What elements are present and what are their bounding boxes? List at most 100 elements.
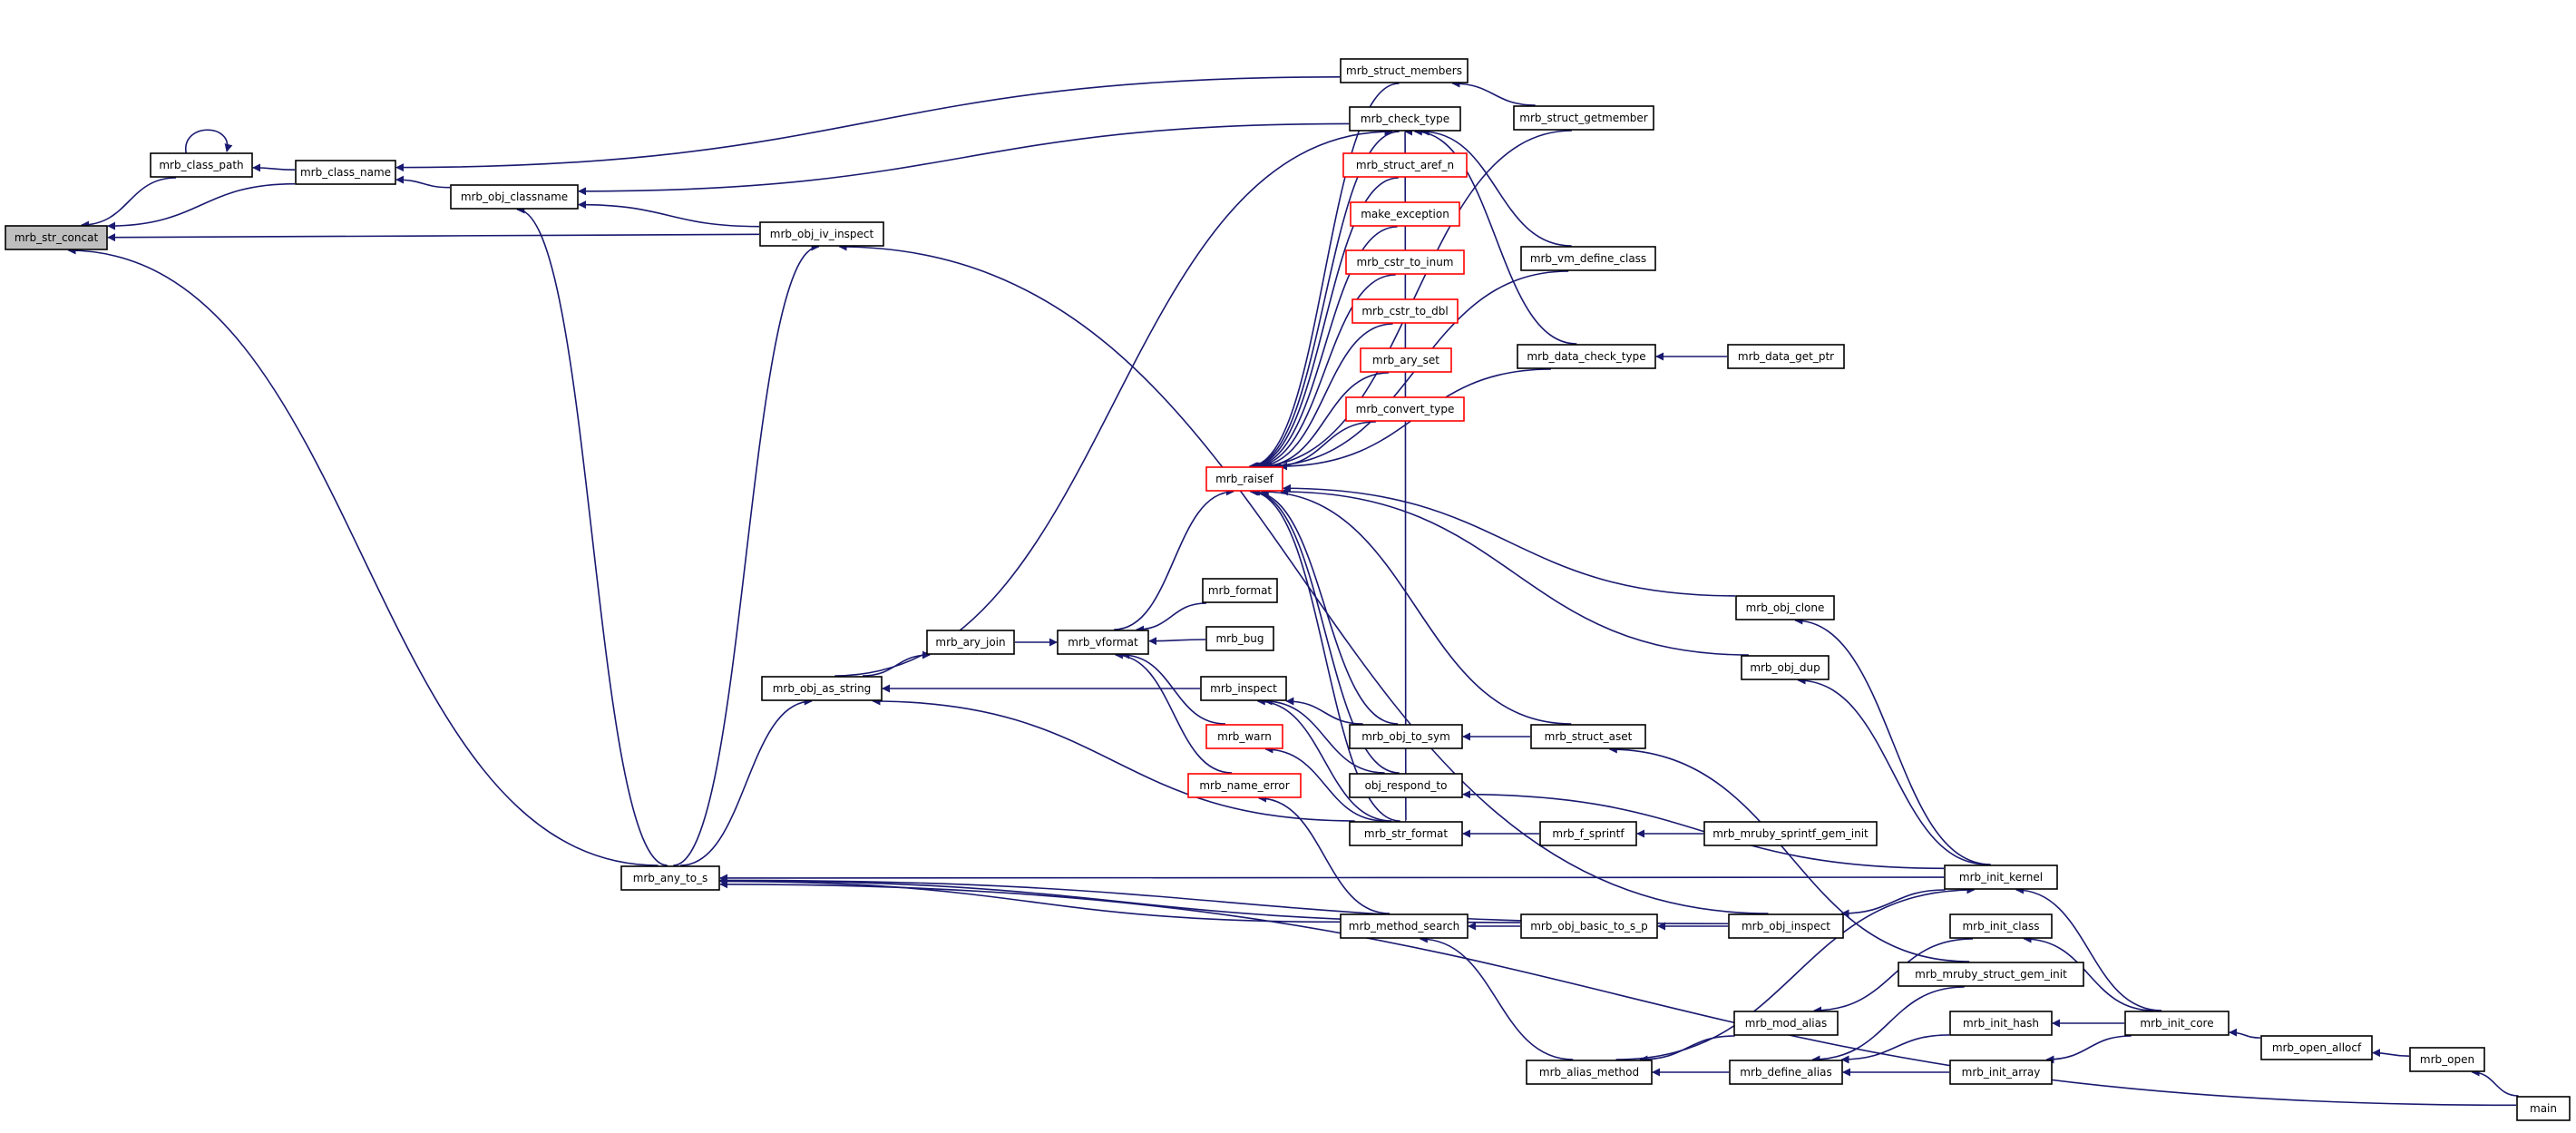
edge-init-hash-to-define-alias (1840, 1034, 1950, 1064)
node-str-format[interactable]: mrb_str_format (1349, 821, 1463, 846)
node-label: mrb_name_error (1199, 779, 1289, 792)
node-label: mrb_init_hash (1963, 1017, 2039, 1030)
node-mruby-sprintf-gem-init[interactable]: mrb_mruby_sprintf_gem_init (1703, 821, 1878, 846)
node-struct-aref-n[interactable]: mrb_struct_aref_n (1342, 152, 1468, 178)
node-label: mrb_obj_clone (1746, 601, 1825, 614)
node-box (1949, 1060, 2053, 1085)
node-box (1345, 249, 1465, 275)
node-label: mrb_obj_iv_inspect (770, 228, 874, 240)
node-box (759, 221, 884, 247)
node-box (1202, 578, 1278, 603)
edge-alias-method-to-method-search (1419, 934, 1574, 1060)
node-label: mrb_class_path (159, 159, 243, 171)
edge-class-path-to-class-path (185, 129, 233, 154)
node-box (1517, 344, 1656, 369)
node-warn[interactable]: mrb_warn (1205, 724, 1283, 749)
node-open[interactable]: mrb_open (2409, 1047, 2485, 1072)
node-box (1898, 962, 2084, 987)
node-box (5, 225, 108, 250)
node-make-exception[interactable]: make_exception (1350, 201, 1460, 227)
edge-vformat-to-raisef (1114, 487, 1234, 630)
node-mod-alias[interactable]: mrb_mod_alias (1733, 1011, 1839, 1036)
node-label: main (2530, 1102, 2557, 1115)
edge-str-format-to-obj-as-string (872, 697, 1355, 822)
edge-vm-define-class-to-check-type (1420, 127, 1572, 247)
node-f-sprintf[interactable]: mrb_f_sprintf (1539, 821, 1637, 846)
node-box (2124, 1011, 2230, 1036)
node-label: mrb_str_format (1364, 827, 1448, 840)
node-label: mrb_raisef (1215, 473, 1273, 485)
node-vformat[interactable]: mrb_vformat (1057, 630, 1149, 655)
node-str-concat[interactable]: mrb_str_concat (5, 225, 108, 250)
node-obj-classname[interactable]: mrb_obj_classname (450, 184, 579, 210)
edge-str-format-to-inspect (1256, 697, 1392, 822)
node-label: mrb_init_kernel (1959, 871, 2043, 884)
node-struct-getmember[interactable]: mrb_struct_getmember (1513, 105, 1654, 131)
node-box (1345, 396, 1465, 422)
edge-obj-to-sym-to-raisef (1251, 487, 1399, 725)
edge-init-kernel-to-obj-dup (1797, 676, 1988, 865)
node-init-kernel[interactable]: mrb_init_kernel (1944, 864, 2058, 890)
node-main[interactable]: main (2516, 1096, 2571, 1121)
edge-mod-alias-to-alias-method (1639, 1035, 1735, 1064)
node-cstr-to-dbl[interactable]: mrb_cstr_to_dbl (1351, 298, 1459, 324)
node-raisef[interactable]: mrb_raisef (1205, 466, 1283, 492)
node-layer: mrb_str_concat mrb_class_path mrb_class_na… (5, 58, 2571, 1121)
edge-obj-inspect-to-obj-iv-inspect (838, 242, 1769, 914)
edge-main-to-any-to-s (719, 880, 2517, 1107)
node-obj-dup[interactable]: mrb_obj_dup (1741, 655, 1830, 680)
node-init-array[interactable]: mrb_init_array (1949, 1060, 2053, 1085)
node-name-error[interactable]: mrb_name_error (1187, 773, 1302, 798)
edge-any-to-s-to-obj-iv-inspect (673, 242, 820, 866)
node-open-allocf[interactable]: mrb_open_allocf (2260, 1035, 2373, 1060)
node-cstr-to-inum[interactable]: mrb_cstr_to_inum (1345, 249, 1465, 275)
edge-init-core-to-init-array (2045, 1035, 2132, 1064)
node-box (926, 630, 1015, 655)
node-class-name[interactable]: mrb_class_name (295, 160, 396, 185)
node-init-core[interactable]: mrb_init_core (2124, 1011, 2230, 1036)
node-box (1340, 913, 1469, 939)
edge-struct-getmember-to-struct-members (1451, 79, 1536, 106)
node-label: mrb_mruby_struct_gem_init (1915, 968, 2067, 981)
node-init-class[interactable]: mrb_init_class (1949, 913, 2053, 939)
node-box (1728, 913, 1844, 939)
node-mruby-struct-gem-init[interactable]: mrb_mruby_struct_gem_init (1898, 962, 2084, 987)
node-box (1205, 466, 1283, 492)
edge-obj-classname-to-class-name (395, 175, 451, 189)
node-label: mrb_alias_method (1539, 1066, 1639, 1079)
node-init-hash[interactable]: mrb_init_hash (1949, 1011, 2053, 1036)
node-format[interactable]: mrb_format (1202, 578, 1278, 603)
node-obj-inspect[interactable]: mrb_obj_inspect (1728, 913, 1844, 939)
node-box (1729, 1060, 1843, 1085)
node-method-search[interactable]: mrb_method_search (1340, 913, 1469, 939)
node-label: mrb_struct_getmember (1519, 112, 1648, 124)
node-obj-as-string[interactable]: mrb_obj_as_string (761, 676, 883, 701)
node-box (1360, 347, 1452, 373)
edge-any-to-s-to-obj-as-string (680, 697, 813, 866)
node-box (1342, 152, 1468, 178)
node-class-path[interactable]: mrb_class_path (150, 152, 253, 178)
node-obj-basic-to-s-p[interactable]: mrb_obj_basic_to_s_p (1520, 913, 1658, 939)
node-bug[interactable]: mrb_bug (1205, 626, 1274, 651)
node-any-to-s[interactable]: mrb_any_to_s (620, 865, 720, 891)
node-box (1200, 676, 1287, 701)
node-inspect[interactable]: mrb_inspect (1200, 676, 1287, 701)
node-ary-join[interactable]: mrb_ary_join (926, 630, 1015, 655)
node-define-alias[interactable]: mrb_define_alias (1729, 1060, 1843, 1085)
node-struct-aset[interactable]: mrb_struct_aset (1530, 724, 1646, 749)
node-ary-set[interactable]: mrb_ary_set (1360, 347, 1452, 373)
node-obj-respond-to[interactable]: obj_respond_to (1349, 773, 1463, 798)
node-label: mrb_inspect (1210, 682, 1277, 695)
node-check-type[interactable]: mrb_check_type (1349, 106, 1461, 132)
node-data-check-type[interactable]: mrb_data_check_type (1517, 344, 1656, 369)
node-struct-members[interactable]: mrb_struct_members (1340, 58, 1469, 83)
node-alias-method[interactable]: mrb_alias_method (1526, 1060, 1653, 1085)
node-convert-type[interactable]: mrb_convert_type (1345, 396, 1465, 422)
node-obj-clone[interactable]: mrb_obj_clone (1735, 595, 1835, 620)
node-data-get-ptr[interactable]: mrb_data_get_ptr (1727, 344, 1845, 369)
edge-obj-as-string-to-check-type (834, 127, 1393, 677)
node-vm-define-class[interactable]: mrb_vm_define_class (1520, 246, 1656, 271)
node-obj-to-sym[interactable]: mrb_obj_to_sym (1349, 724, 1463, 749)
node-obj-iv-inspect[interactable]: mrb_obj_iv_inspect (759, 221, 884, 247)
edge-check-type-to-raisef (1249, 131, 1400, 471)
